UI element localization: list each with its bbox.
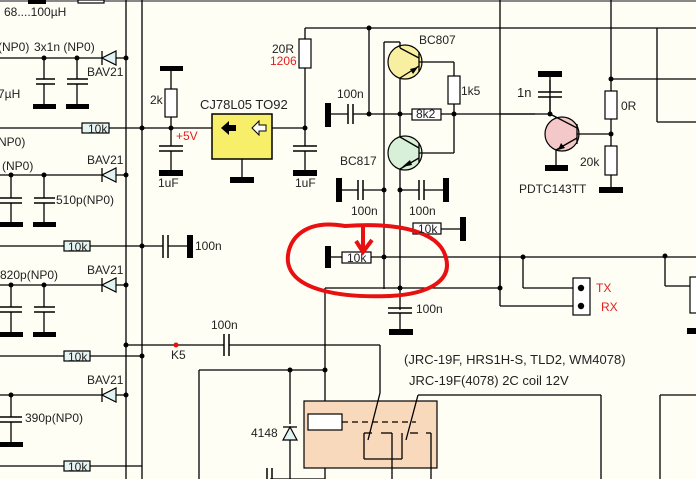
label-cap: 100n	[337, 87, 364, 101]
label-package-1206: 1206	[270, 54, 297, 68]
ground-symbol	[336, 178, 342, 202]
label-resistor-20r: 20R	[272, 42, 294, 56]
test-point-k5[interactable]	[173, 342, 179, 348]
ground-symbol	[0, 222, 23, 227]
ground-symbol	[66, 104, 89, 109]
relay-jrc19f	[303, 400, 438, 469]
arrow-left-outline-icon	[251, 119, 267, 137]
label-resistor-8k2: 8k2	[416, 107, 436, 121]
resistor-1k5	[447, 75, 461, 105]
arrow-left-icon	[221, 121, 236, 135]
label-resistor: 10k	[68, 240, 88, 254]
diode-bav21-4	[100, 387, 117, 403]
label-diode: BAV21	[87, 65, 124, 79]
label-resistor-0r: 0R	[621, 99, 637, 113]
label-cap: 100n	[351, 204, 378, 218]
ground-symbol	[33, 104, 56, 109]
label-resistor-20k: 20k	[580, 155, 600, 169]
ground-symbol	[230, 177, 254, 183]
regulator-cj78l05	[211, 113, 273, 160]
label-jumper-tx: TX	[596, 281, 611, 295]
label-cap: 1uF	[158, 176, 179, 190]
label-diode: BAV21	[87, 373, 124, 387]
label-resistor-1k5: 1k5	[461, 84, 481, 98]
resistor-8k2	[411, 108, 442, 121]
resistor-20r	[298, 38, 312, 69]
label-transistor-pdtc143tt: PDTC143TT	[519, 182, 587, 196]
ground-symbol	[0, 332, 23, 337]
label-cap: 1uF	[295, 176, 316, 190]
resistor-2k	[164, 88, 178, 118]
label-cap-1n: 1n	[517, 85, 531, 100]
label-regulator: CJ78L05 TO92	[200, 97, 288, 112]
ground-symbol	[0, 442, 23, 447]
label-diode-4148: 4148	[251, 426, 278, 440]
label-transistor-bc807: BC807	[419, 33, 456, 47]
ground-symbol	[460, 217, 466, 241]
label-cap-820p: 820p(NP0)	[0, 268, 58, 282]
diode-4148	[281, 425, 299, 441]
label-cap: 100n	[409, 204, 436, 218]
jumper-pin-tx[interactable]	[577, 284, 585, 292]
ground-symbol	[443, 178, 449, 202]
label-resistor: 10k	[418, 222, 438, 236]
ground-symbol	[325, 246, 331, 268]
ground-symbol	[538, 71, 562, 77]
label-cap-510p: 510p(NP0)	[56, 193, 114, 207]
label-diode: BAV21	[87, 153, 124, 167]
diode-bav21-3	[100, 277, 117, 293]
label-cap: 100n	[416, 302, 443, 316]
ground-symbol	[33, 222, 56, 227]
resistor-20k	[604, 145, 618, 176]
label-np0: (NP0)	[0, 135, 25, 149]
label-inductor-range: 68....100µH	[4, 5, 66, 19]
label-relay-alternatives: (JRC-19F, HRS1H-S, TLD2, WM4078)	[404, 352, 626, 367]
resistor-10k-3	[63, 350, 91, 362]
window-top-border	[0, 0, 696, 2]
diode-bav21-2	[100, 167, 117, 183]
label-diode: BAV21	[87, 263, 124, 277]
relay-coil	[307, 413, 343, 431]
label-resistor-2k: 2k	[150, 93, 164, 107]
resistor-10k-1	[81, 122, 110, 134]
label-supply-5v: +5V	[176, 129, 198, 143]
ground-symbol	[599, 187, 623, 193]
label-resistor: 10k	[68, 460, 88, 474]
resistor-0r	[604, 90, 618, 120]
ground-symbol	[159, 170, 183, 176]
resistor-10k-4	[63, 460, 91, 472]
label-resistor: 10k	[347, 251, 367, 265]
resistor-top	[77, 0, 105, 4]
label-cap: 100n	[195, 239, 222, 253]
diode-bav21-1	[100, 50, 117, 66]
label-cap-390p: 390p(NP0)	[25, 411, 83, 425]
label-resistor: 10k	[88, 122, 108, 136]
ground-symbol	[389, 329, 413, 335]
label-cap-3x1n: 3x1n (NP0)	[34, 40, 95, 54]
ground-symbol	[687, 328, 696, 334]
label-np0: (NP0)	[2, 159, 33, 173]
resistor-10k-2	[63, 240, 91, 252]
annotation-circle	[285, 222, 449, 299]
ground-symbol	[28, 0, 46, 4]
jumper-pin-rx[interactable]	[577, 302, 585, 310]
ground-symbol	[187, 235, 193, 258]
label-resistor: 10k	[68, 350, 88, 364]
ground-symbol	[33, 332, 56, 337]
label-transistor-bc817: BC817	[340, 154, 377, 168]
label-jumper-rx: RX	[601, 300, 618, 314]
label-np0: (NP0)	[0, 40, 29, 54]
label-testpoint: K5	[171, 348, 186, 362]
jumper-tx-rx[interactable]	[572, 277, 591, 316]
ground-symbol	[293, 170, 317, 176]
label-relay-part: JRC-19F(4078) 2C coil 12V	[409, 373, 569, 388]
label-inductor: 7µH	[0, 87, 20, 101]
ground-symbol	[160, 66, 183, 71]
jumper-right[interactable]	[689, 276, 696, 314]
label-cap: 100n	[211, 318, 238, 332]
ground-symbol	[545, 165, 568, 171]
ground-symbol	[325, 103, 331, 127]
